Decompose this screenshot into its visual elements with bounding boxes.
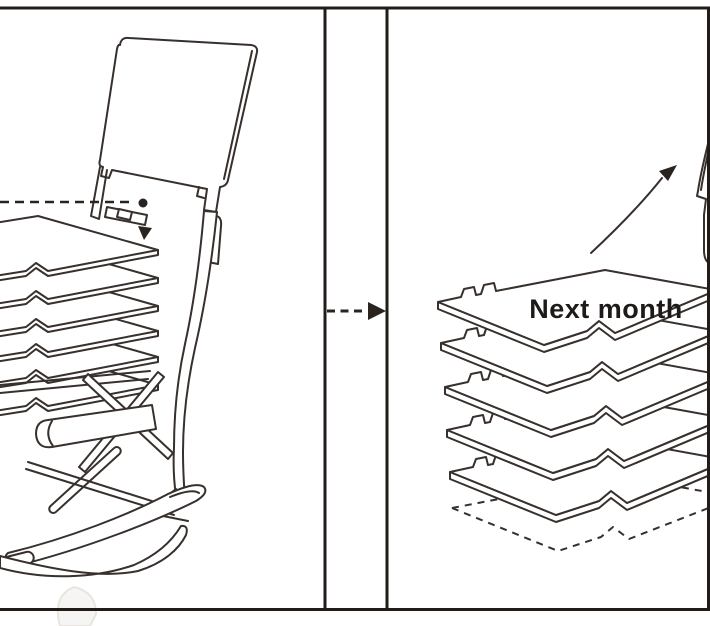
tray-stack bbox=[0, 215, 159, 418]
under-frame bbox=[0, 370, 189, 522]
rocking-chair bbox=[0, 36, 259, 578]
transition-arrow bbox=[327, 302, 386, 320]
lift-arrowhead-icon bbox=[659, 165, 677, 181]
callout bbox=[0, 198, 152, 240]
right-panel: Next month bbox=[437, 139, 708, 552]
frame-rail-back bbox=[0, 370, 151, 394]
front-rocker bbox=[0, 524, 188, 578]
front-rail-cap bbox=[47, 420, 54, 447]
seat-bracket-slot bbox=[116, 208, 133, 221]
rockers bbox=[0, 484, 207, 578]
panel-borders bbox=[0, 6, 710, 611]
front-rail bbox=[35, 404, 157, 449]
backrest-neck-notch bbox=[196, 186, 205, 199]
rear-rocker-tip-line bbox=[169, 490, 200, 498]
chair-left-upright bbox=[90, 166, 108, 220]
lifted-part-cutoff bbox=[696, 139, 708, 264]
lift-arrow bbox=[590, 165, 677, 254]
transition-arrowhead-icon bbox=[368, 302, 386, 320]
backrest-edge-line bbox=[223, 50, 253, 180]
rear-rocker bbox=[4, 484, 207, 568]
chair-right-leg bbox=[172, 210, 218, 501]
next-month-label: Next month bbox=[529, 294, 683, 324]
watermark bbox=[56, 585, 98, 626]
left-panel bbox=[0, 36, 259, 578]
callout-dot bbox=[138, 198, 148, 208]
pointer-triangle-icon bbox=[138, 226, 152, 240]
chair-backrest bbox=[98, 36, 259, 213]
lift-arrow-curve bbox=[590, 177, 663, 254]
